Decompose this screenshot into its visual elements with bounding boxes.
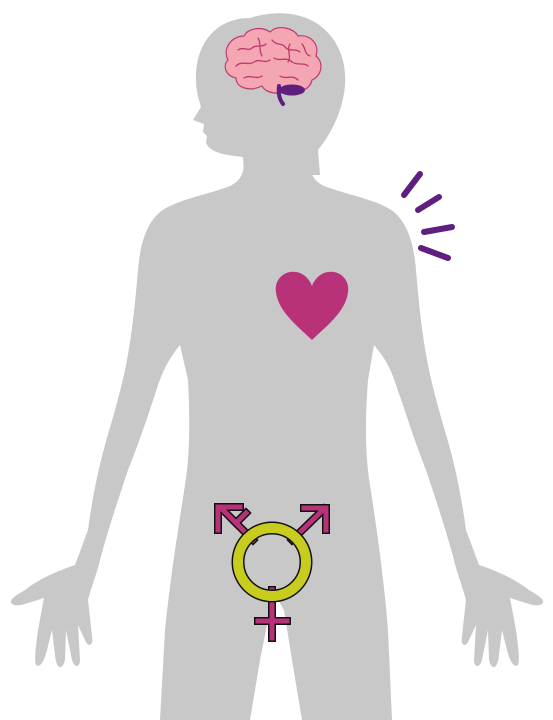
human-body-silhouette [11,13,543,720]
